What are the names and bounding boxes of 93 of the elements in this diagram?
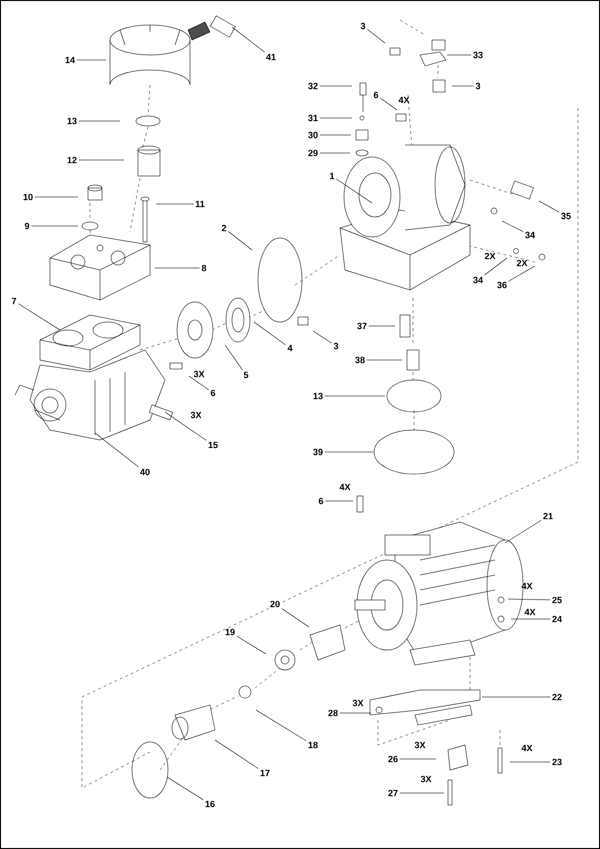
- callout-number: 27: [388, 790, 398, 796]
- callout-number: 14: [66, 56, 75, 64]
- callout-number: 7: [12, 298, 16, 304]
- callout-number: 24: [552, 616, 562, 622]
- callout-number: 34: [473, 276, 483, 284]
- callout-number: 5: [244, 372, 248, 378]
- callout-number: 28: [328, 710, 338, 716]
- quantity-label: 3X: [190, 412, 202, 418]
- leader-line: [502, 220, 524, 232]
- quantity-label: 4X: [524, 608, 536, 616]
- leader-line: [282, 608, 310, 628]
- leader-line: [188, 376, 209, 390]
- leader-line: [400, 758, 436, 760]
- callout-number: 25: [552, 596, 562, 604]
- callout-number: 3: [476, 82, 480, 90]
- callout-number: 35: [561, 212, 571, 220]
- leader-line: [340, 712, 372, 714]
- leader-line: [224, 344, 243, 370]
- callout-number: 31: [308, 114, 318, 122]
- leader-line: [164, 412, 206, 441]
- leader-line: [504, 520, 542, 544]
- callout-number: 6: [318, 498, 324, 504]
- callout-number: 15: [208, 442, 218, 448]
- leader-line: [320, 152, 350, 154]
- leader-line: [236, 636, 266, 654]
- callout-number: 36: [497, 282, 507, 288]
- quantity-label: 3X: [352, 700, 364, 706]
- quantity-label: 4X: [398, 96, 410, 104]
- callout-number: 29: [308, 150, 318, 156]
- quantity-label: 4X: [522, 744, 532, 752]
- leader-line: [320, 134, 352, 136]
- leader-line: [254, 322, 286, 346]
- callout-number: 22: [552, 694, 562, 700]
- callout-number: 26: [388, 756, 398, 762]
- callout-number: 41: [266, 54, 276, 60]
- callout-number: 1: [330, 172, 334, 180]
- callout-number: 8: [202, 264, 206, 272]
- callout-number: 13: [68, 118, 77, 124]
- quantity-label: 2X: [484, 252, 496, 260]
- leader-line: [166, 776, 204, 800]
- quantity-label: 2X: [516, 260, 528, 266]
- leader-line: [34, 196, 78, 198]
- callout-number: 23: [552, 758, 562, 766]
- leader-line: [18, 303, 60, 330]
- callout-number: 12: [68, 156, 77, 164]
- callout-number: 4: [288, 344, 292, 352]
- quantity-label: 3X: [414, 742, 426, 748]
- leader-line: [78, 120, 120, 122]
- leader-line: [400, 792, 444, 794]
- callout-number: 30: [308, 132, 318, 138]
- callout-number: 6: [374, 92, 378, 98]
- callout-number: 38: [355, 356, 365, 364]
- leader-line: [325, 500, 354, 502]
- leader-line: [367, 29, 386, 44]
- callout-number: 17: [260, 770, 270, 776]
- callout-number: 11: [196, 200, 204, 208]
- quantity-label: 3X: [420, 776, 432, 782]
- leader-line: [538, 200, 560, 212]
- callout-number: 18: [308, 742, 318, 748]
- quantity-label: 4X: [340, 484, 350, 490]
- callout-number: 33: [473, 52, 483, 58]
- callout-number: 32: [308, 82, 318, 90]
- leader-line: [508, 266, 536, 282]
- callout-number: 20: [270, 600, 280, 608]
- callout-number: 40: [140, 468, 150, 476]
- leader-line: [380, 98, 398, 110]
- callout-number: 3: [334, 342, 338, 350]
- leader-line: [312, 330, 332, 344]
- leader-line: [94, 432, 139, 468]
- leader-line: [256, 710, 306, 742]
- leader-line: [232, 26, 265, 52]
- leader-line: [482, 696, 550, 698]
- callout-number: 21: [543, 512, 553, 520]
- quantity-label: 3X: [194, 370, 204, 378]
- callout-number: 13: [314, 392, 323, 400]
- leader-line: [446, 54, 472, 56]
- callout-number: 6: [210, 390, 216, 396]
- quantity-label: 4X: [522, 582, 532, 590]
- leader-line: [336, 178, 372, 204]
- callout-number: 39: [313, 448, 323, 456]
- leader-line: [510, 618, 550, 620]
- callout-number: 19: [226, 628, 235, 636]
- leader-line: [228, 231, 252, 250]
- leader-line: [214, 740, 258, 769]
- callout-number: 34: [525, 232, 535, 238]
- leader-line: [508, 598, 550, 600]
- callout-number: 10: [24, 194, 33, 200]
- callout-number: 16: [206, 800, 215, 808]
- leader-line: [484, 258, 508, 276]
- callout-number: 3: [360, 22, 366, 30]
- callout-number: 37: [357, 322, 367, 330]
- callout-number: 2: [222, 224, 226, 232]
- callout-number: 9: [24, 222, 30, 230]
